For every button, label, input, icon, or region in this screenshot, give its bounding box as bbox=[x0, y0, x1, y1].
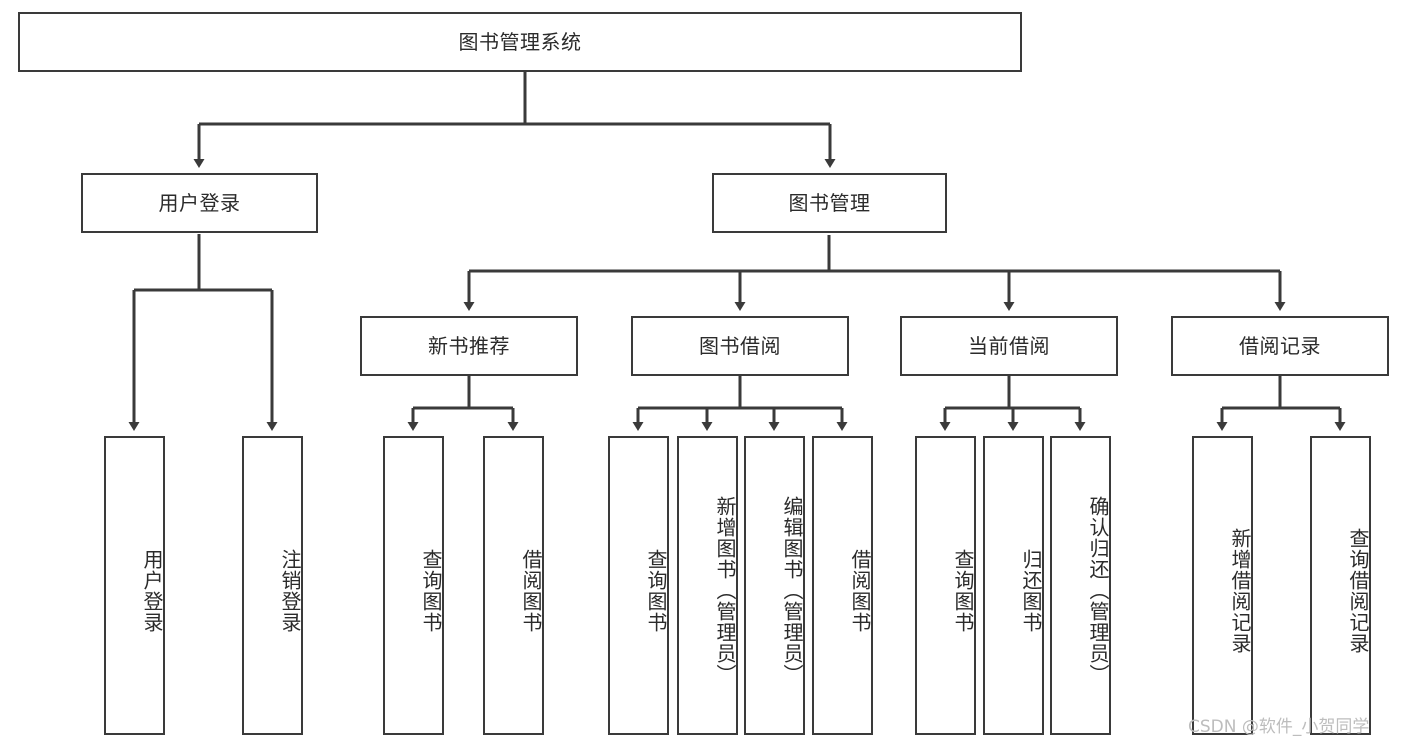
node-label: 查询图书 bbox=[951, 548, 975, 633]
leaf-book-borrow-add[interactable]: 新增图书（管理员） bbox=[677, 436, 738, 735]
node-label: 借阅记录 bbox=[1239, 334, 1321, 358]
node-label: 借阅图书 bbox=[519, 548, 543, 633]
node-label: 编辑图书（管理员） bbox=[780, 496, 804, 685]
node-label: 查询图书 bbox=[419, 548, 443, 633]
node-label: 查询图书 bbox=[644, 548, 668, 633]
leaf-book-borrow-lend[interactable]: 借阅图书 bbox=[812, 436, 873, 735]
node-book-management[interactable]: 图书管理 bbox=[712, 173, 947, 233]
node-current-borrow[interactable]: 当前借阅 bbox=[900, 316, 1118, 376]
node-label: 新增借阅记录 bbox=[1228, 527, 1252, 654]
leaf-user-login-signin[interactable]: 用户登录 bbox=[104, 436, 165, 735]
leaf-current-borrow-confirm[interactable]: 确认归还（管理员） bbox=[1050, 436, 1111, 735]
node-label: 用户登录 bbox=[158, 191, 241, 215]
node-label: 归还图书 bbox=[1019, 548, 1043, 633]
leaf-new-book-borrow[interactable]: 借阅图书 bbox=[483, 436, 544, 735]
node-label: 图书借阅 bbox=[699, 334, 781, 358]
node-label: 查询借阅记录 bbox=[1346, 527, 1370, 654]
leaf-current-borrow-return[interactable]: 归还图书 bbox=[983, 436, 1044, 735]
node-user-login[interactable]: 用户登录 bbox=[81, 173, 318, 233]
node-new-book-recommend[interactable]: 新书推荐 bbox=[360, 316, 578, 376]
leaf-borrow-record-query[interactable]: 查询借阅记录 bbox=[1310, 436, 1371, 735]
leaf-current-borrow-query[interactable]: 查询图书 bbox=[915, 436, 976, 735]
node-label: 新书推荐 bbox=[428, 334, 510, 358]
node-label: 用户登录 bbox=[140, 548, 164, 633]
node-label: 确认归还（管理员） bbox=[1086, 496, 1110, 685]
leaf-borrow-record-add[interactable]: 新增借阅记录 bbox=[1192, 436, 1253, 735]
node-root-system[interactable]: 图书管理系统 bbox=[18, 12, 1022, 72]
csdn-watermark: CSDN @软件_小贺同学 bbox=[1188, 717, 1370, 737]
leaf-book-borrow-edit[interactable]: 编辑图书（管理员） bbox=[744, 436, 805, 735]
node-label: 图书管理系统 bbox=[458, 30, 582, 54]
node-book-borrow[interactable]: 图书借阅 bbox=[631, 316, 849, 376]
node-label: 当前借阅 bbox=[968, 334, 1050, 358]
node-borrow-record[interactable]: 借阅记录 bbox=[1171, 316, 1389, 376]
node-label: 注销登录 bbox=[278, 548, 302, 633]
leaf-user-login-signout[interactable]: 注销登录 bbox=[242, 436, 303, 735]
node-label: 新增图书（管理员） bbox=[713, 496, 737, 685]
node-label: 借阅图书 bbox=[848, 548, 872, 633]
leaf-book-borrow-query[interactable]: 查询图书 bbox=[608, 436, 669, 735]
leaf-new-book-query[interactable]: 查询图书 bbox=[383, 436, 444, 735]
node-label: 图书管理 bbox=[788, 191, 871, 215]
